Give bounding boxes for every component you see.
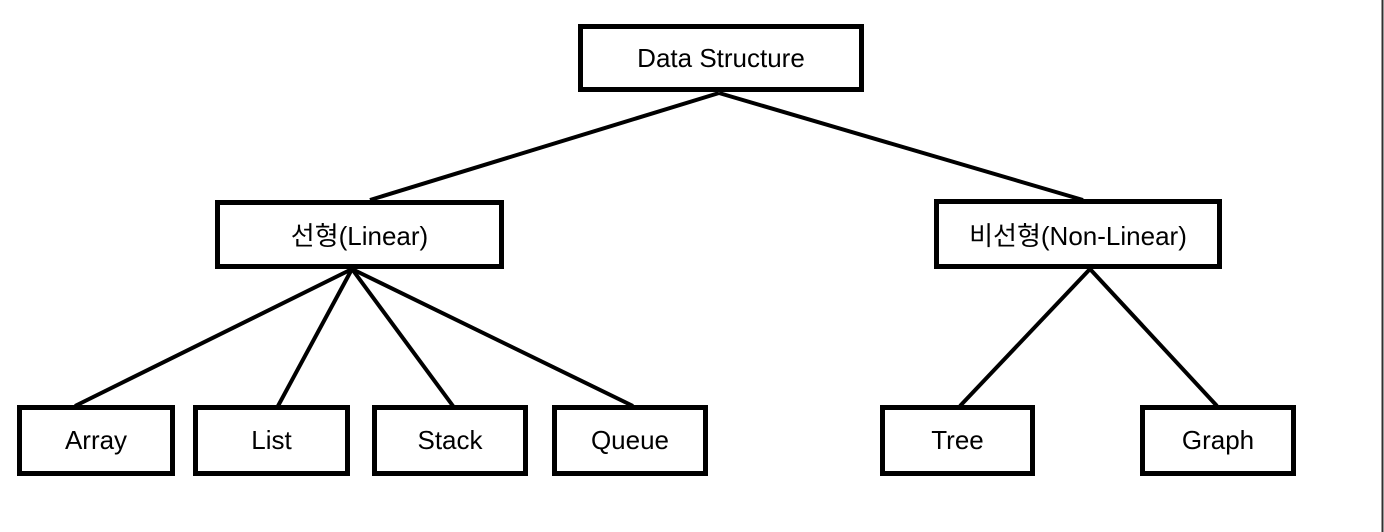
- node-array: Array: [17, 405, 175, 476]
- node-graph-label: Graph: [1181, 425, 1255, 455]
- node-linear: 선형(Linear): [215, 200, 504, 269]
- node-tree: Tree: [880, 405, 1035, 476]
- node-graph: Graph: [1140, 405, 1296, 476]
- connector-root-linear: [369, 91, 720, 202]
- node-list-label: List: [251, 425, 292, 455]
- connector-root-nonlinear: [718, 91, 1084, 202]
- node-linear-label: 선형(Linear): [290, 221, 429, 251]
- node-queue-label: Queue: [590, 425, 670, 455]
- connector-linear-array: [74, 267, 353, 408]
- connector-linear-list: [276, 268, 354, 407]
- connector-linear-queue: [351, 267, 634, 408]
- node-stack-label: Stack: [417, 425, 483, 455]
- connector-nonlinear-graph: [1088, 267, 1219, 408]
- node-data-structure-label: Data Structure: [637, 42, 805, 73]
- node-non-linear-label: 비선형(Non-Linear): [969, 220, 1187, 251]
- node-stack: Stack: [372, 405, 528, 476]
- node-array-label: Array: [64, 425, 128, 455]
- node-queue: Queue: [552, 405, 708, 476]
- node-non-linear: 비선형(Non-Linear): [934, 199, 1222, 269]
- node-tree-label: Tree: [931, 425, 984, 455]
- node-list: List: [193, 405, 350, 476]
- connector-linear-stack: [350, 267, 455, 408]
- node-data-structure: Data Structure: [578, 24, 864, 92]
- connector-nonlinear-tree: [958, 267, 1092, 408]
